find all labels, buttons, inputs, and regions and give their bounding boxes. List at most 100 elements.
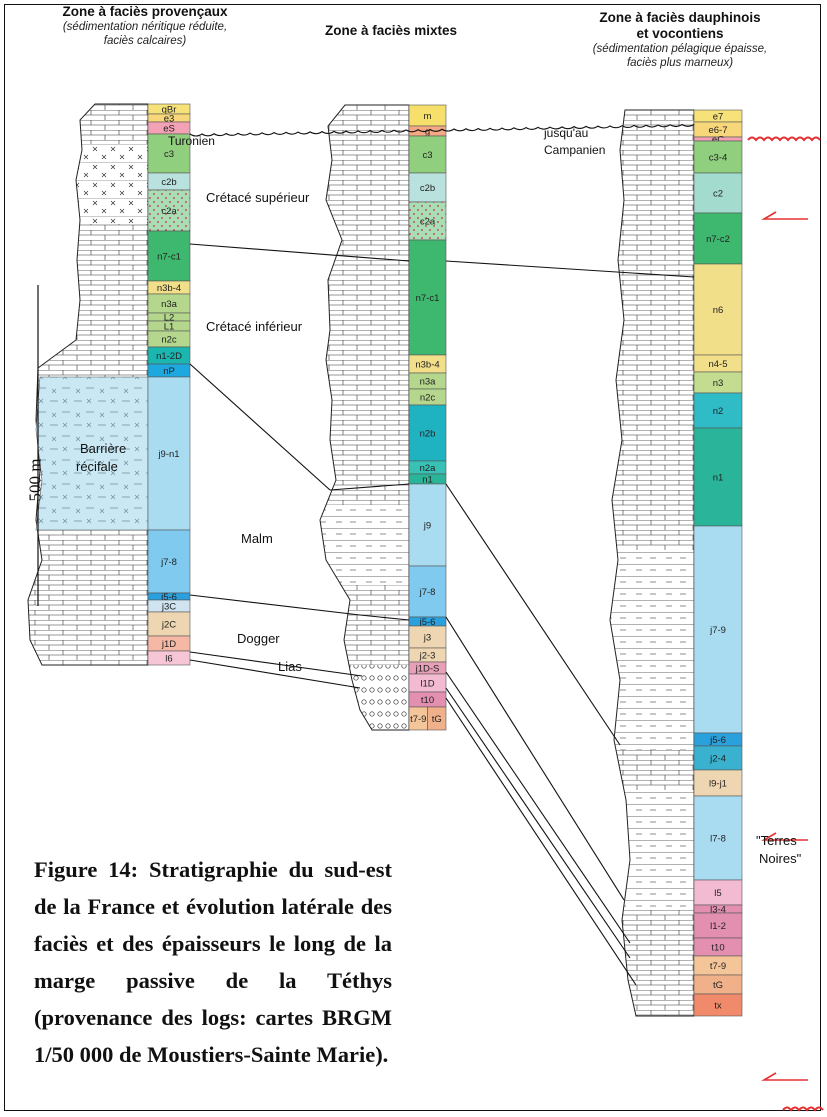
header-provencal-title: Zone à faciès provençaux — [62, 4, 228, 19]
correlation-line — [445, 687, 631, 959]
unit-label-c3: c3 — [422, 150, 432, 161]
unit-label-c3-4: c3-4 — [709, 153, 727, 164]
unit-label-L2: L2 — [164, 313, 175, 324]
litho-provencal-band — [28, 104, 148, 144]
unit-j7-8 — [408, 565, 447, 618]
unit-label-j5-6: j5-6 — [160, 592, 177, 603]
litho-mixtes-band — [320, 505, 409, 545]
header-mixtes: Zone à faciès mixtes — [296, 23, 486, 39]
unit-n7-c2 — [693, 212, 743, 265]
unit-c3 — [147, 133, 191, 174]
unit-label-l3-4: l3-4 — [710, 905, 726, 916]
unit-label-j3C: j3C — [161, 602, 176, 613]
label-dogger: Dogger — [237, 631, 280, 646]
red-arrow-0 — [761, 211, 808, 220]
unit-label-n2c: n2c — [420, 393, 436, 404]
unit-label-l1D: l1D — [420, 679, 434, 690]
unit-label-eS: eS — [163, 124, 175, 135]
header-dauphinois: Zone à faciès dauphinois et vocontiens (… — [560, 10, 800, 70]
litho-mixtes-outline — [319, 104, 410, 731]
litho-dauphinois-band — [610, 750, 694, 790]
unit-label-nP: nP — [163, 366, 175, 377]
unit-column-2: e7e6-7eCc3-4c2n7-c2n6n4-5n3n2n1j7-9j5-6j… — [693, 109, 743, 1017]
unit-label-n1-2D: n1-2D — [156, 351, 182, 362]
litho-mixtes-band — [320, 425, 409, 465]
label-lias: Lias — [278, 659, 302, 674]
litho-mixtes-band — [320, 185, 409, 225]
litho-provencal-band — [28, 584, 148, 624]
unit-n2 — [693, 392, 743, 429]
litho-dauphinois-band — [610, 430, 694, 470]
unit-label-n7-c2: n7-c2 — [706, 234, 730, 245]
header-provencal-subtitle-1: (sédimentation néritique réduite, — [62, 21, 228, 33]
unit-label-e7: e7 — [713, 112, 724, 123]
header-dauphinois-subtitle-1: (sédimentation pélagique épaisse, — [592, 43, 768, 55]
litho-dauphinois-band — [610, 510, 694, 550]
litho-dauphinois-band — [610, 670, 694, 710]
unit-label-g: g — [425, 127, 430, 138]
unit-label-t10: t10 — [421, 695, 434, 706]
litho-mixtes-band — [320, 145, 409, 185]
unit-label-n2a: n2a — [420, 463, 437, 474]
unit-label-e3: e3 — [164, 114, 175, 125]
label-recifale: récifale — [76, 459, 118, 474]
unit-label-c2b: c2b — [161, 177, 176, 188]
litho-mixtes-band — [320, 305, 409, 345]
unit-texture-c2a — [409, 202, 446, 240]
unit-label-n3a: n3a — [420, 377, 437, 388]
unit-label-n3b-4: n3b-4 — [415, 360, 439, 371]
unit-label-n6: n6 — [713, 305, 724, 316]
header-dauphinois-subtitle-2: faciès plus marneux) — [626, 57, 734, 69]
unit-l5 — [693, 879, 743, 906]
correlation-line — [445, 616, 625, 901]
unit-label-c2b: c2b — [420, 183, 435, 194]
unit-label-m: m — [424, 111, 432, 122]
litho-provencal-band — [28, 304, 148, 344]
unit-label-j2-4: j2-4 — [709, 754, 726, 765]
litho-dauphinois-band — [610, 230, 694, 270]
label-jusquau: jusqu'au — [544, 126, 589, 140]
litho-mixtes-band — [320, 345, 409, 385]
unit-c2b — [408, 172, 447, 203]
litho-mixtes-band — [320, 385, 409, 425]
unit-label-l9-j1: l9-j1 — [709, 779, 727, 790]
unit-label-tG: tG — [432, 714, 442, 725]
litho-provencal-band — [28, 184, 148, 224]
lithology-layer — [27, 103, 695, 1017]
litho-dauphinois-band — [610, 590, 694, 630]
header-dauphinois-title-2: et vocontiens — [636, 26, 724, 41]
litho-dauphinois-band — [610, 630, 694, 670]
unit-n6 — [693, 263, 743, 356]
unit-label-j3: j3 — [423, 633, 431, 644]
unit-label-j7-9: j7-9 — [709, 625, 726, 636]
litho-dauphinois-band — [610, 710, 694, 750]
unit-label-j5-6: j5-6 — [419, 617, 436, 628]
litho-provencal-band — [28, 264, 148, 304]
unit-label-c2a: c2a — [420, 217, 436, 228]
header-provencal-subtitle-2: faciès calcaires) — [103, 35, 187, 47]
red-wave-top — [747, 136, 821, 142]
correlation-line — [329, 483, 410, 491]
unit-label-l7-8: l7-8 — [710, 834, 726, 845]
unit-l1-2 — [693, 912, 743, 939]
unit-l6 — [147, 650, 191, 666]
unit-label-j5-6: j5-6 — [709, 735, 726, 746]
figure-frame — [4, 4, 821, 1111]
unit-tG — [427, 706, 447, 731]
litho-dauphinois-body — [610, 110, 694, 1016]
unit-label-j7-8: j7-8 — [160, 557, 177, 568]
correlation-line — [445, 671, 631, 944]
unit-label-n3a: n3a — [161, 299, 178, 310]
litho-provencal-band — [28, 624, 148, 664]
unit-label-j2C: j2C — [161, 620, 176, 631]
unit-c2 — [693, 172, 743, 214]
litho-dauphinois-band — [610, 270, 694, 310]
unit-column-1: mgc3c2bc2an7-c1n3b-4n3an2cn2bn2an1j9j7-8… — [408, 104, 447, 731]
unit-label-j9: j9 — [423, 521, 431, 532]
litho-dauphinois-band — [610, 390, 694, 430]
red-wave-bottom — [782, 1106, 824, 1112]
unit-label-tG: tG — [713, 980, 723, 991]
unit-label-n1: n1 — [422, 475, 433, 486]
